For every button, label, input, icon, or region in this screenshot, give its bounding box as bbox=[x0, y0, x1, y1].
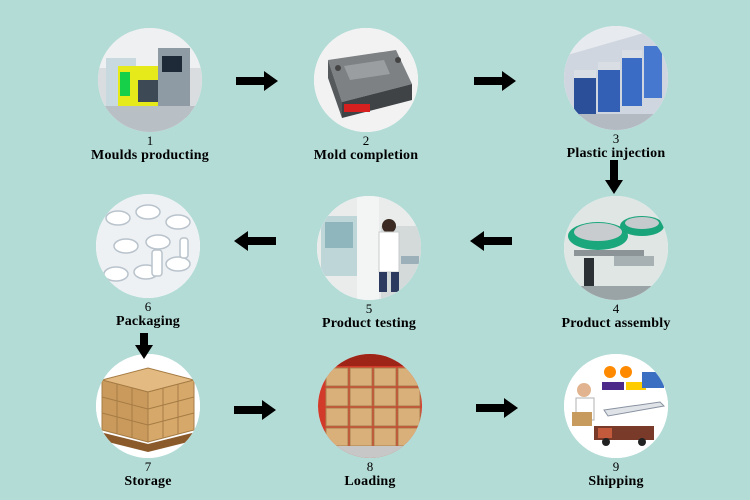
step-number: 3 bbox=[612, 131, 620, 146]
container-photo-icon bbox=[318, 354, 422, 458]
step-5: 5 Product testing bbox=[289, 196, 449, 332]
step-label: Mold completion bbox=[313, 148, 419, 163]
step-8: 8 Loading bbox=[290, 354, 450, 490]
boxes-photo-icon bbox=[96, 354, 200, 458]
step-label: Moulds producting bbox=[91, 148, 209, 163]
arrow-right-icon bbox=[474, 71, 516, 91]
arrow-right-icon bbox=[234, 400, 276, 420]
step-label: Product assembly bbox=[561, 316, 671, 331]
logistics-photo-icon bbox=[564, 354, 668, 458]
step-label: Plastic injection bbox=[566, 146, 666, 161]
step-label: Storage bbox=[124, 474, 172, 489]
arrow-left-icon bbox=[470, 231, 512, 251]
step-number: 1 bbox=[146, 133, 154, 148]
step-6: 6 Packaging bbox=[68, 194, 228, 330]
step-number: 6 bbox=[144, 299, 152, 314]
lab-photo-icon bbox=[317, 196, 421, 300]
step-1: 1 Moulds producting bbox=[70, 28, 230, 164]
step-number: 8 bbox=[366, 459, 374, 474]
step-number: 5 bbox=[365, 301, 373, 316]
arrow-down-icon bbox=[605, 160, 623, 194]
arrow-left-icon bbox=[234, 231, 276, 251]
machine-photo-icon bbox=[98, 28, 202, 132]
step-label: Loading bbox=[344, 474, 396, 489]
arrow-right-icon bbox=[476, 398, 518, 418]
step-label: Packaging bbox=[115, 314, 181, 329]
parts-photo-icon bbox=[96, 194, 200, 298]
arrow-down-icon bbox=[135, 333, 153, 359]
step-number: 7 bbox=[144, 459, 152, 474]
step-label: Shipping bbox=[588, 474, 644, 489]
step-4: 4 Product assembly bbox=[536, 196, 696, 332]
step-9: 9 Shipping bbox=[536, 354, 696, 490]
step-7: 7 Storage bbox=[68, 354, 228, 490]
step-number: 9 bbox=[612, 459, 620, 474]
step-3: 3 Plastic injection bbox=[536, 26, 696, 162]
mold-photo-icon bbox=[314, 28, 418, 132]
step-number: 2 bbox=[362, 133, 370, 148]
injection-line-photo-icon bbox=[564, 26, 668, 130]
assembly-photo-icon bbox=[564, 196, 668, 300]
arrow-right-icon bbox=[236, 71, 278, 91]
step-2: 2 Mold completion bbox=[286, 28, 446, 164]
step-number: 4 bbox=[612, 301, 620, 316]
step-label: Product testing bbox=[321, 316, 417, 331]
